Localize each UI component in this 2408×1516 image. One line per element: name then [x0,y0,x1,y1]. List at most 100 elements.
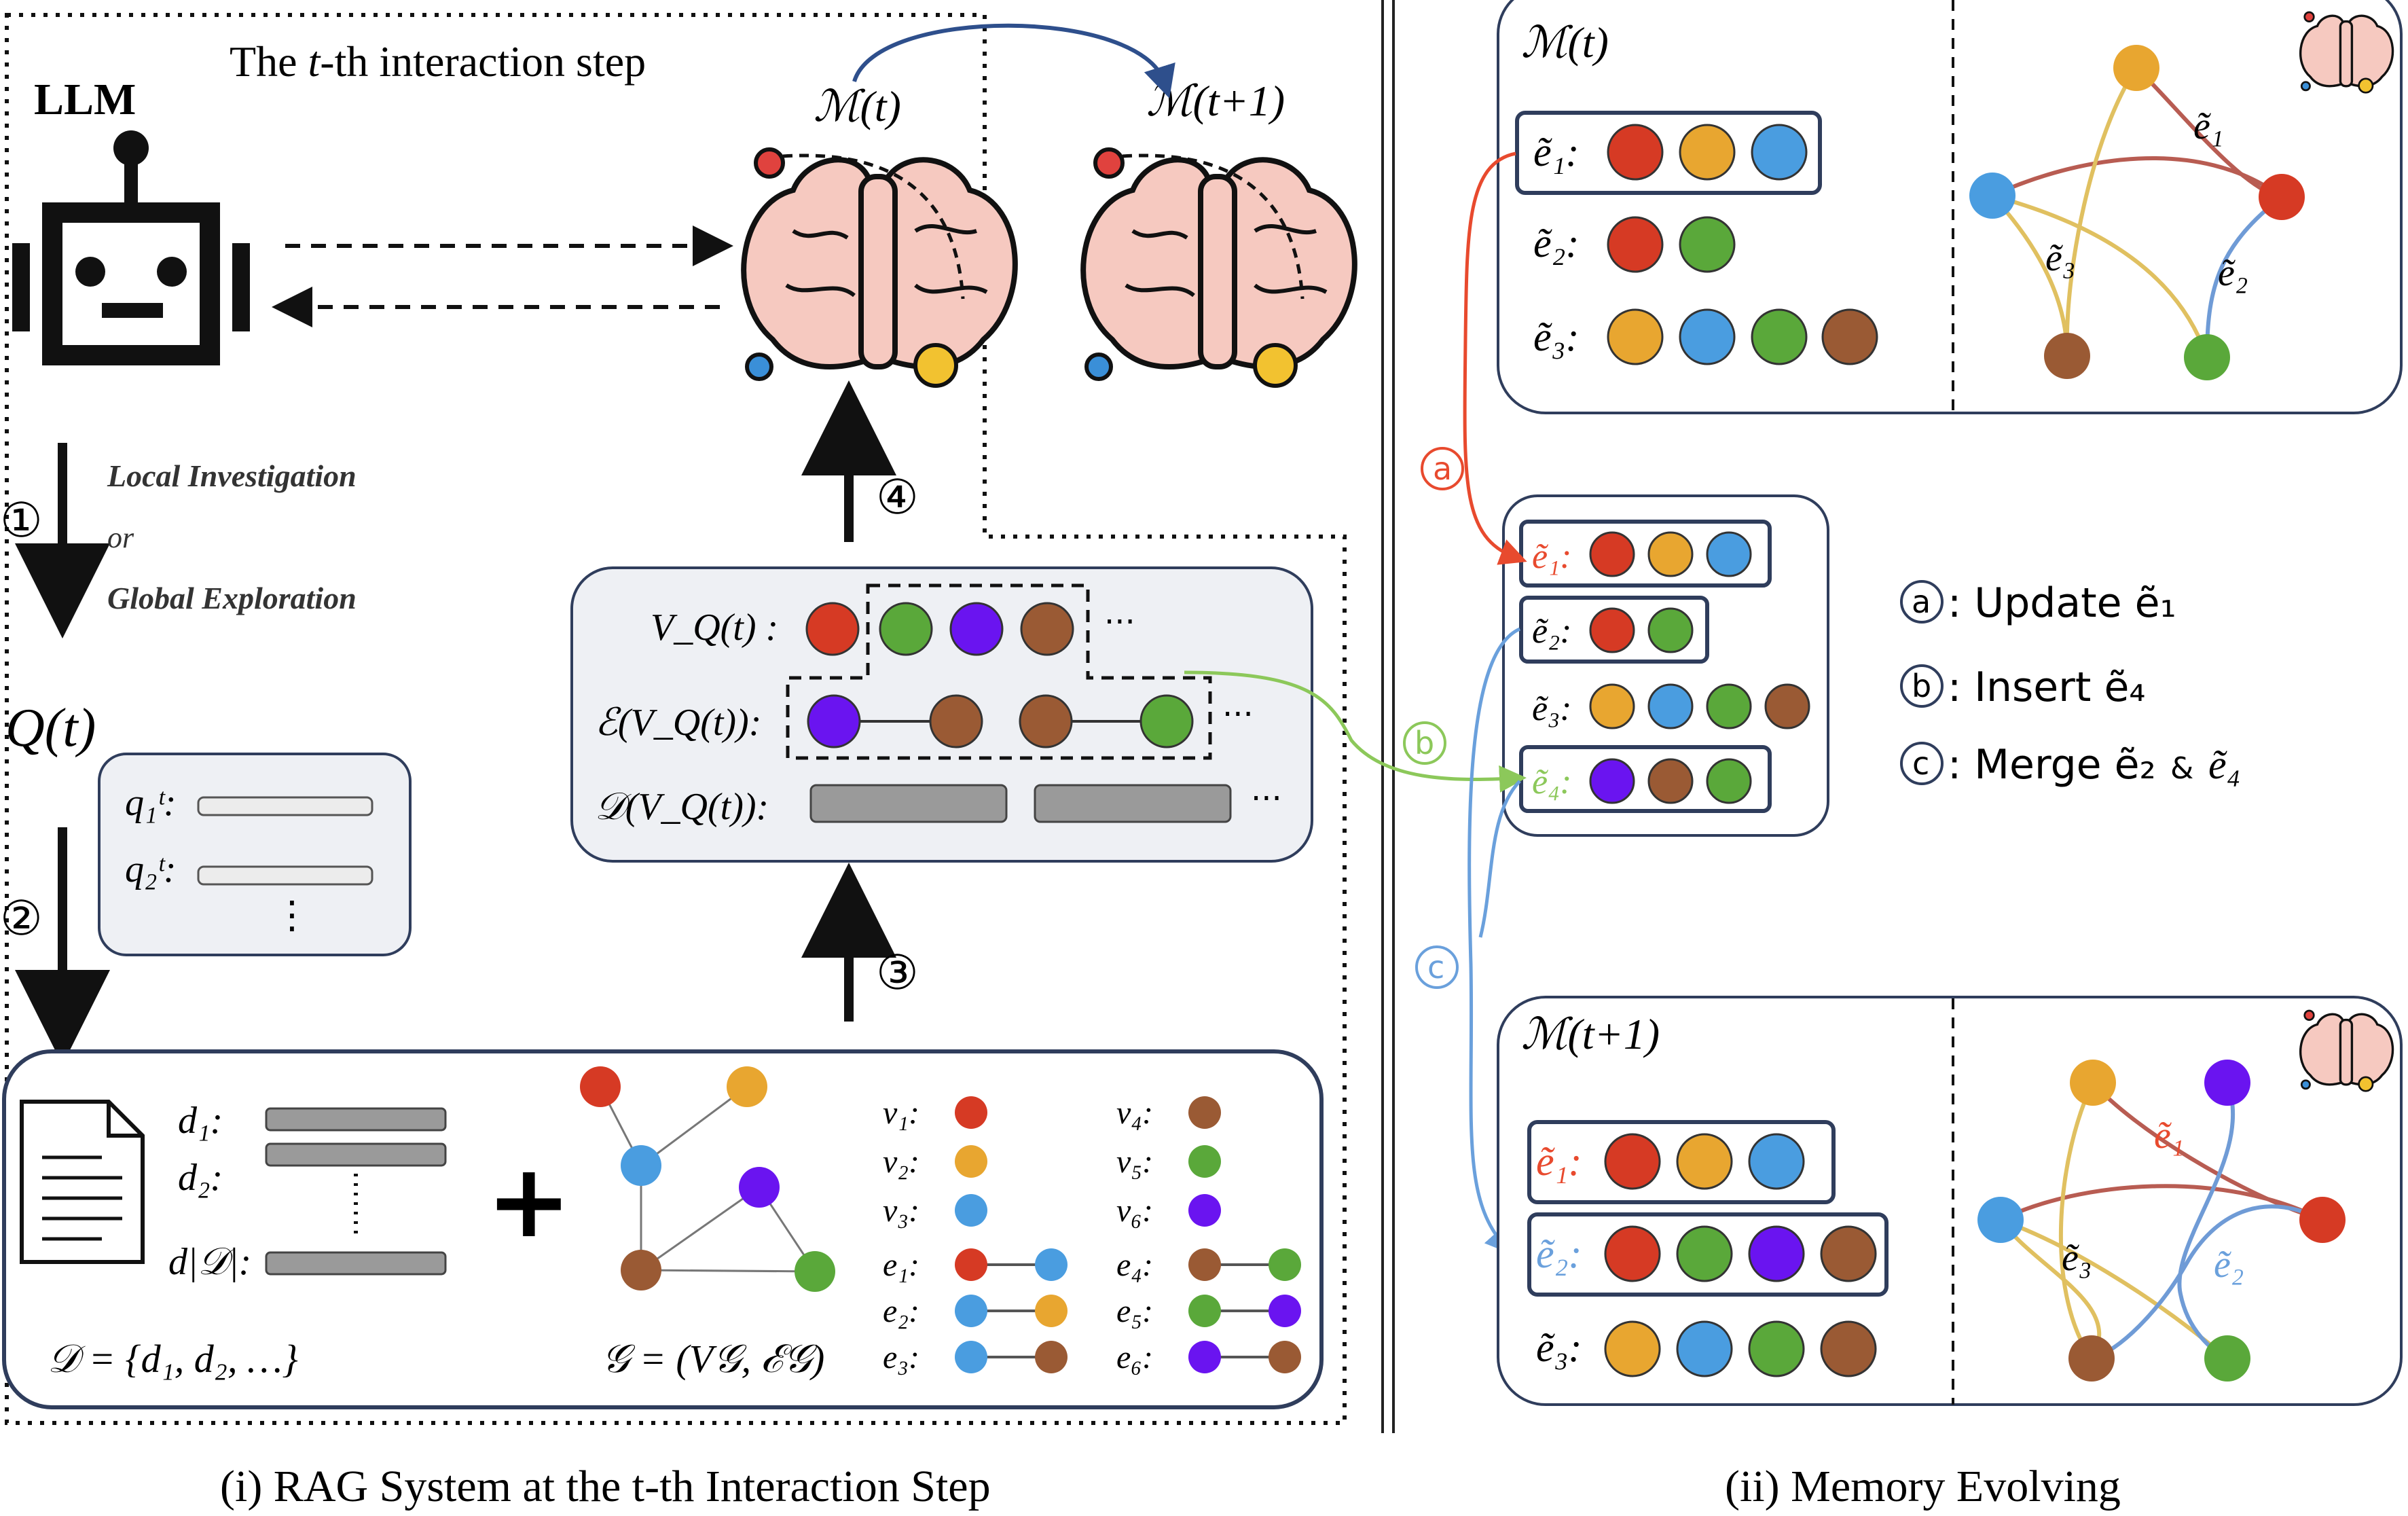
marker-c-label: c [1427,949,1444,986]
graph-node-v5 [795,1251,835,1292]
caption-right: (ii) Memory Evolving [1725,1462,2121,1511]
legend-node-dot [955,1194,987,1227]
retrieved-edge-e6-start [807,694,861,748]
memory-t-e2: ẽ₂: [1533,221,1579,266]
memory-t-e2-node1 [1607,216,1664,273]
memory-t1-e2-node3 [1748,1225,1805,1282]
retrieved-doc-bar-1 [809,784,1008,823]
update-e4: ẽ₄: [1532,763,1571,801]
legend-merge-e4: ẽ₄ [2208,742,2241,787]
robot-icon [12,130,250,365]
doc-dD-bar [265,1251,447,1276]
llm-label: LLM [34,75,136,124]
legend-insert: : Insert ẽ₄ [1948,664,2145,711]
legend-node-label: v₄: [1116,1095,1153,1131]
brain-next-icon [1080,147,1357,388]
legend-marker-c [1900,742,1944,785]
legend-update: : Update ẽ₁ [1948,579,2176,627]
step3-number: ③ [876,945,919,1000]
memory-t-graph-e1: ẽ₁ [2193,105,2223,147]
update-e3-node1 [1589,683,1635,729]
plus-sign: + [486,1142,572,1261]
update-e4-node1 [1589,758,1635,804]
legend-merge: : Merge ẽ₂ [1948,741,2156,789]
memory-t1-e2-node2 [1676,1225,1733,1282]
legend-edge-end [1269,1248,1301,1281]
marker-a [1421,447,1464,490]
memory-t1-e1-node3 [1748,1133,1805,1190]
marker-c [1415,945,1459,989]
memory-t-e3-node4 [1821,308,1878,365]
legend-edge-end [1035,1248,1068,1281]
memory-t-e1-node3 [1751,124,1808,181]
retrieval-v-label: V_Q(t) : [651,607,778,649]
retrieved-edge-e4-end [1139,694,1194,748]
memory-t-e1-node1 [1607,124,1664,181]
legend-edge-start [1188,1248,1221,1281]
memory-t1-e3: ẽ₃: [1536,1325,1582,1370]
legend-marker-c-label: c [1912,745,1929,782]
knowledge-graph [580,1066,835,1292]
graph-node-v2 [727,1066,767,1107]
legend-node-label: v₅: [1116,1144,1153,1180]
doc-set: 𝒟 = {d₁, d₂, …} [48,1337,298,1381]
retrieved-edge-e4-start [1019,694,1073,748]
graph-node-v3 [621,1145,661,1186]
legend-marker-a [1900,580,1944,624]
retrieval-e-ellipsis: ··· [1222,696,1254,734]
memory-t-e3: ẽ₃: [1533,314,1579,359]
memory-t-graph-e2: ẽ₂ [2218,252,2248,294]
legend-node-label: v₃: [883,1193,919,1229]
legend-edge-start [955,1248,987,1281]
memory-t-e3-node2 [1679,308,1736,365]
memory-t1-e1: ẽ₁: [1536,1139,1582,1184]
marker-b [1403,721,1446,765]
memory-t1-graph-e1: ẽ₁ [2154,1115,2184,1157]
memory-t1-title: ℳ(t+1) [1521,1010,1660,1058]
legend-edge-end [1035,1295,1068,1327]
legend-marker-b-label: b [1912,668,1931,704]
update-e2: ẽ₂: [1532,612,1571,651]
step1-text-or: or [107,521,134,554]
graph-node-v1 [580,1066,621,1107]
legend-node-dot [1188,1096,1221,1129]
legend-marker-b [1900,664,1944,708]
doc-d1: d₁: [178,1100,223,1142]
legend-edge-end [1269,1295,1301,1327]
marker-a-label: a [1433,450,1452,487]
caption-left: (i) RAG System at the t-th Interaction S… [220,1462,991,1511]
memory-t1-e3-node3 [1748,1320,1805,1377]
document-icon [20,1100,145,1264]
memory-t-e1-box [1515,111,1822,195]
step2-number: ② [0,890,43,946]
legend-node-dot [955,1096,987,1129]
legend-node-dot [1188,1145,1221,1178]
retrieval-d-ellipsis: ··· [1251,780,1282,818]
update-arrow-a [1463,151,1527,565]
update-e3: ẽ₃: [1532,689,1571,728]
memory-t-e1-node2 [1679,124,1736,181]
retrieval-d-label: 𝒟(V_Q(t)): [595,786,769,828]
legend-edge-label: e₄: [1116,1247,1153,1283]
step1-number: ① [0,492,43,548]
legend-edge-start [955,1295,987,1327]
left-dotted-border [5,13,1347,1425]
graph-node-v6 [739,1167,780,1208]
graph-def: 𝒢 = (V𝒢, ℰ𝒢) [602,1337,824,1381]
query-q1: q₁ᵗ: [125,782,177,824]
memory-t-e3-node3 [1751,308,1808,365]
legend-edge-start [1188,1295,1221,1327]
update-e4-node2 [1647,758,1694,804]
step4-number: ④ [876,469,919,525]
retrieval-e-label: ℰ(V_Q(t)): [595,702,761,744]
update-e3-node3 [1706,683,1752,729]
legend-node-dot [955,1145,987,1178]
memory-t1-e1-node1 [1604,1133,1661,1190]
legend-marker-a-label: a [1912,583,1931,620]
memory-t-hypergraph [1969,45,2305,380]
doc-d2: d₂: [178,1157,223,1199]
memory-t1-graph-e2: ẽ₂ [2214,1244,2244,1286]
legend-edge-label: e₃: [883,1339,919,1375]
doc-d2-bar [265,1142,447,1167]
memory-t-e2-node2 [1679,216,1736,273]
